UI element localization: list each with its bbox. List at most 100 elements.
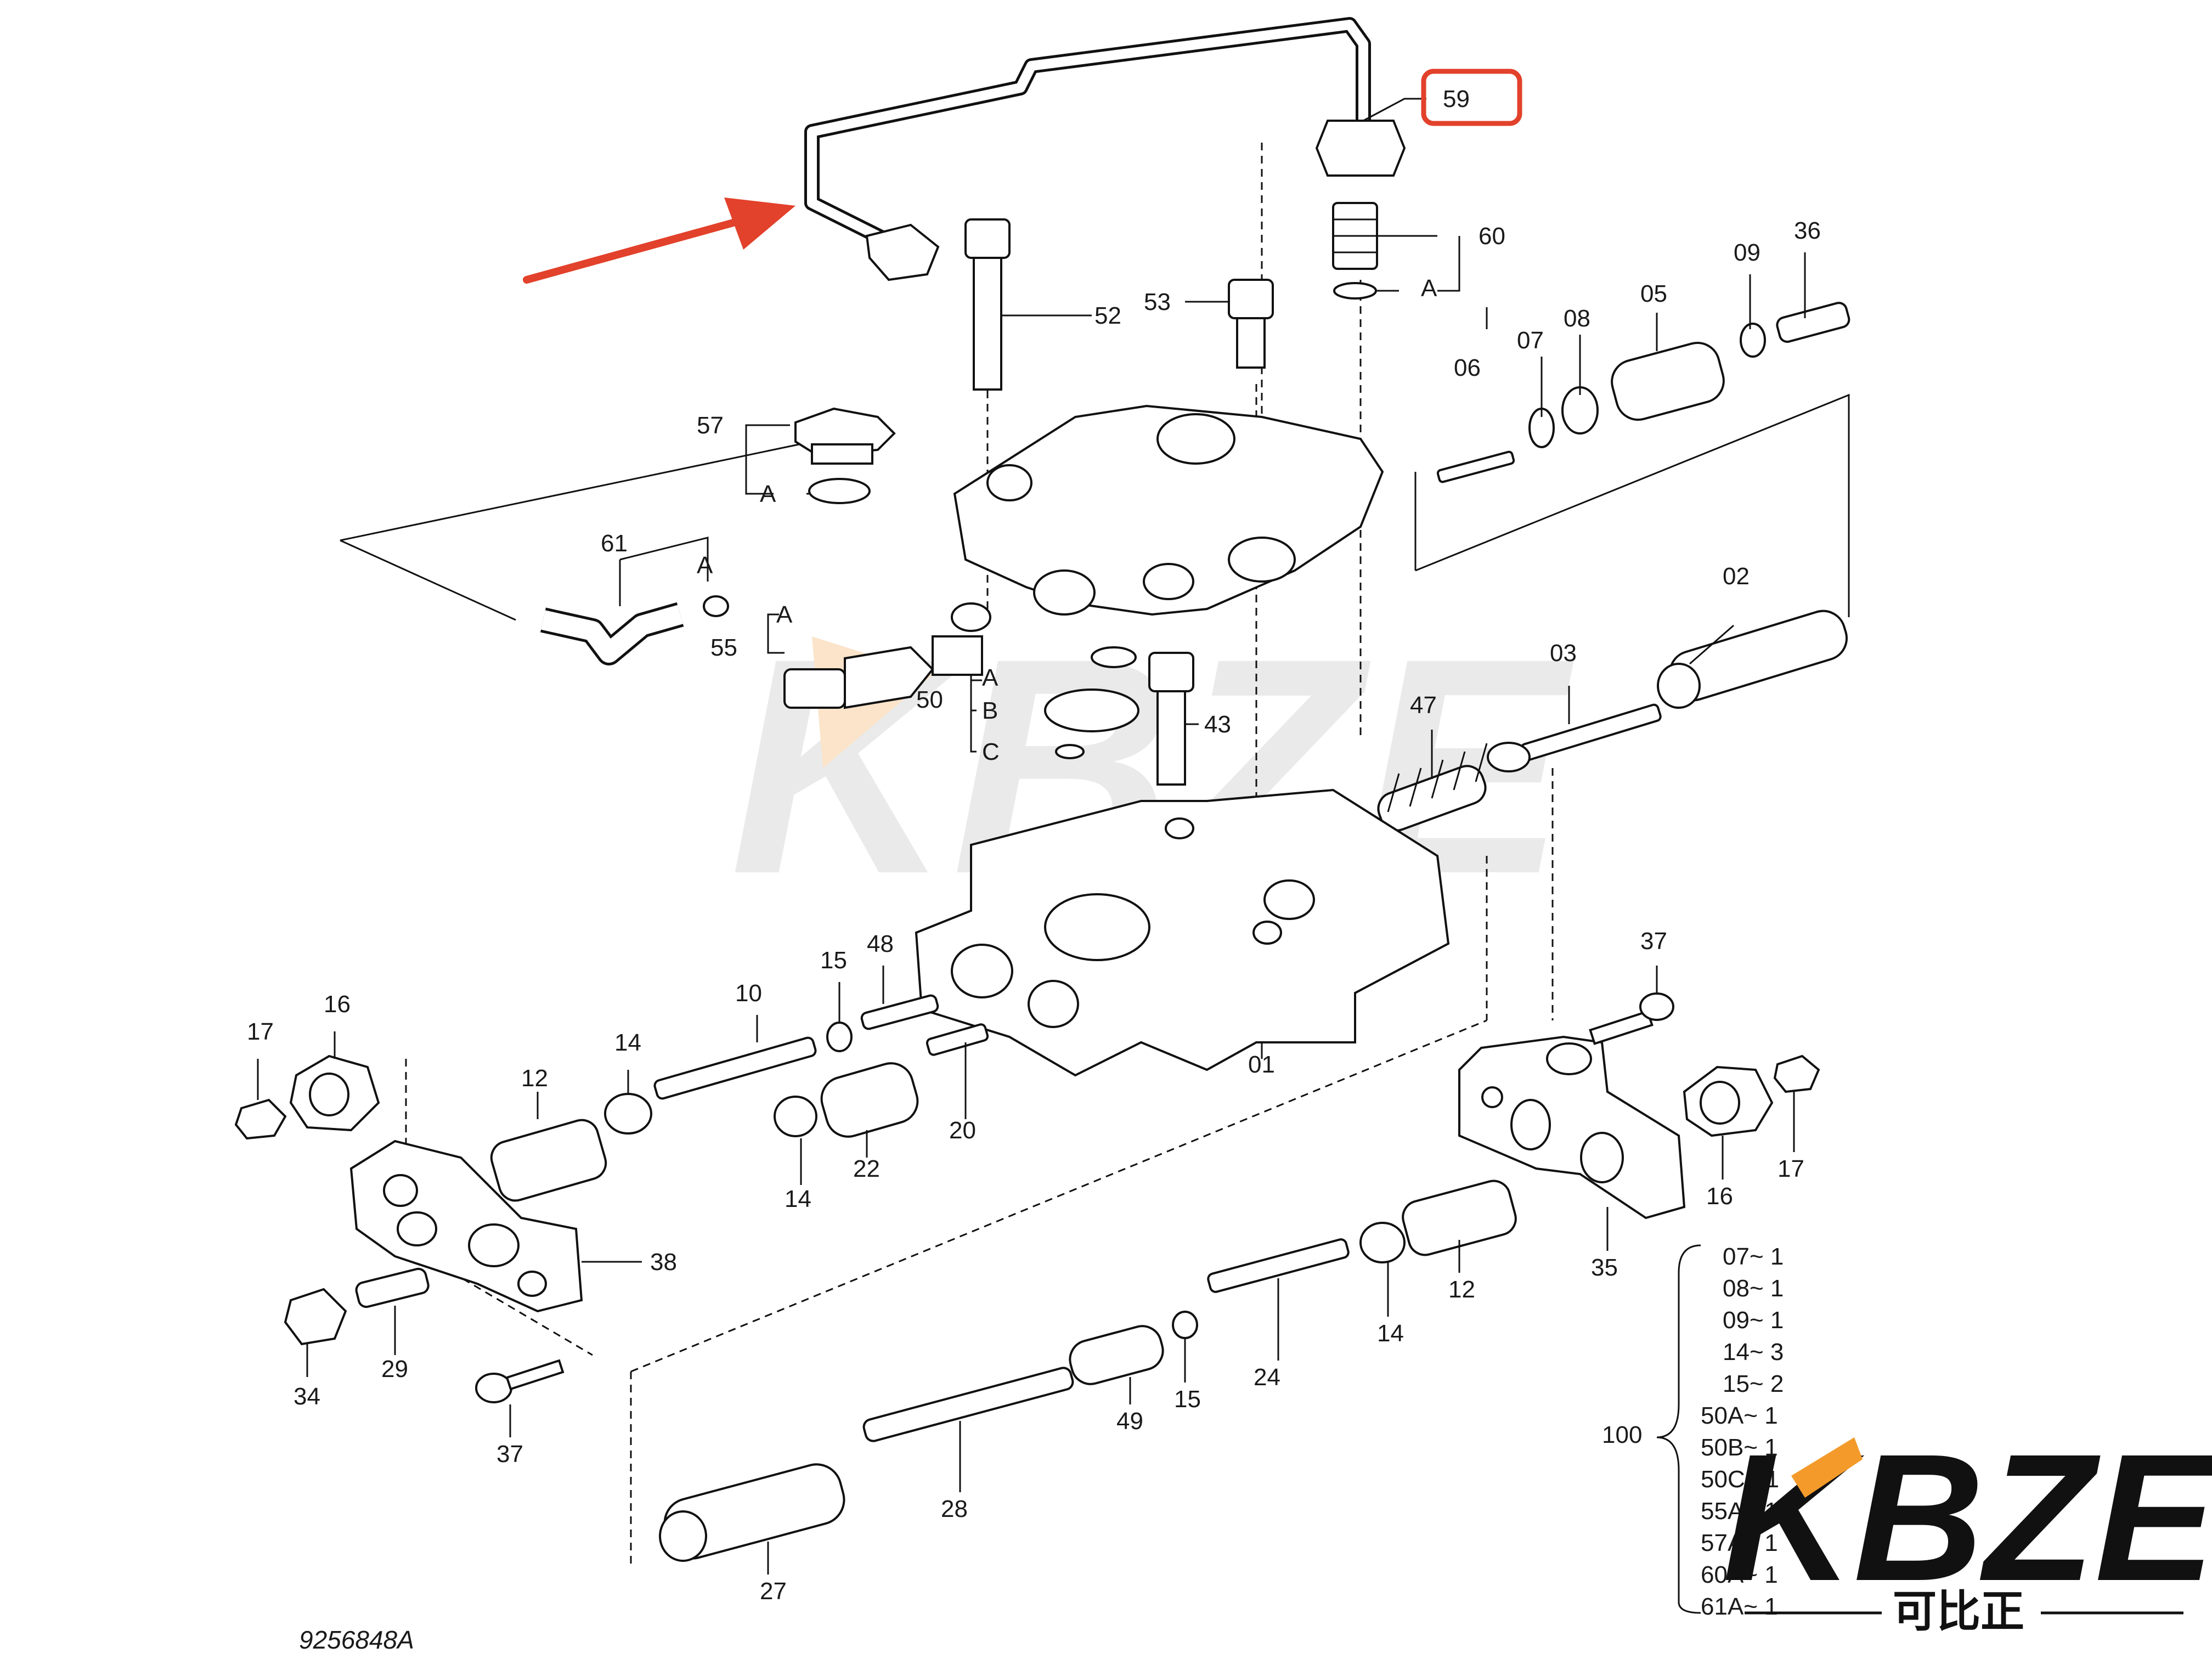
label-16-left: 16	[324, 991, 351, 1018]
label-37-upper: 37	[1640, 928, 1667, 955]
label-12-right: 12	[1448, 1276, 1475, 1303]
highlight-box-59	[1421, 69, 1522, 126]
kit-line: 61A~ 1	[1701, 1593, 1778, 1620]
plug-12-lower	[1402, 1180, 1517, 1256]
sleeve-27-end	[659, 1510, 707, 1562]
label-47: 47	[1410, 692, 1437, 719]
kit-line: 60A~ 1	[1701, 1561, 1778, 1588]
label-b-50: B	[982, 697, 998, 724]
label-24: 24	[1254, 1364, 1280, 1391]
label-100: 100	[1602, 1421, 1642, 1448]
logo-orange-mark	[1791, 1437, 1863, 1498]
bolt-37-lower	[475, 1359, 565, 1403]
plug-36	[1776, 302, 1850, 343]
main-valve-body-01	[915, 788, 1450, 1077]
kit-line: 09~ 1	[1723, 1307, 1784, 1334]
kit-line: 50A~ 1	[1701, 1402, 1778, 1429]
kit-line: 57A~ 1	[1701, 1530, 1778, 1556]
label-a-61: A	[697, 552, 713, 579]
label-14-right: 14	[1377, 1320, 1404, 1347]
label-15-upper: 15	[820, 947, 847, 974]
tube-assembly-59	[804, 17, 1406, 281]
label-50: 50	[916, 686, 943, 713]
label-49: 49	[1116, 1408, 1143, 1435]
label-36: 36	[1794, 217, 1821, 244]
assembly-guide-lines	[340, 143, 1850, 1569]
bolt-53	[1228, 279, 1274, 369]
kit-line: 55A~ 1	[1701, 1498, 1778, 1525]
piston-03	[1487, 703, 1662, 772]
label-06: 06	[1454, 354, 1481, 381]
label-c-50: C	[982, 738, 1000, 765]
pin-06	[1436, 450, 1515, 483]
o-ring-14	[604, 1093, 652, 1135]
spring-48	[860, 994, 939, 1030]
label-28: 28	[941, 1496, 968, 1522]
label-22: 22	[853, 1155, 880, 1182]
label-34: 34	[294, 1383, 320, 1410]
nut-16-left	[289, 1054, 380, 1132]
label-60: 60	[1479, 223, 1505, 250]
set-screw-29	[355, 1267, 430, 1308]
label-55: 55	[710, 634, 737, 661]
label-05: 05	[1640, 280, 1667, 307]
label-14-left: 14	[614, 1029, 641, 1056]
tube-nut-left	[865, 223, 940, 281]
label-29: 29	[381, 1356, 408, 1383]
nut-34	[284, 1288, 347, 1346]
kbze-logo: KBZE 可比正	[1723, 1416, 2212, 1636]
kit-line: 07~ 1	[1723, 1243, 1784, 1270]
bolt-43	[1148, 652, 1194, 786]
kit-line: 50C~ 1	[1701, 1466, 1779, 1493]
left-spool-parts	[490, 994, 989, 1202]
spool-24	[1207, 1238, 1350, 1293]
upper-valve-body	[953, 404, 1384, 616]
label-38: 38	[650, 1249, 677, 1276]
label-03: 03	[1550, 640, 1577, 667]
label-07: 07	[1517, 327, 1544, 354]
label-17-left: 17	[247, 1018, 274, 1045]
label-14-bottom: 14	[785, 1186, 811, 1212]
plug-12	[490, 1119, 607, 1202]
piston-22	[820, 1062, 919, 1138]
left-cover-38	[349, 1139, 583, 1313]
bolt-37-upper	[1589, 992, 1674, 1045]
o-ring-09	[1740, 323, 1766, 358]
kit-contents-list: 07~ 1 08~ 1 09~ 1 14~ 3 15~ 2 50A~ 1 50B…	[1701, 1243, 1784, 1620]
pin-20	[926, 1023, 989, 1056]
right-cover-35	[1458, 1035, 1686, 1220]
drawing-number: 9256848A	[299, 1626, 414, 1654]
nut-17-left	[234, 1098, 287, 1140]
label-48: 48	[867, 930, 894, 957]
label-15-lower: 15	[1174, 1386, 1201, 1413]
nut-16-right	[1683, 1065, 1774, 1137]
kit-line: 14~ 3	[1723, 1339, 1784, 1365]
label-53: 53	[1144, 289, 1171, 315]
lower-spool-parts	[659, 1180, 1517, 1562]
label-57: 57	[697, 412, 724, 439]
label-37-lower: 37	[496, 1441, 523, 1468]
label-61: 61	[601, 530, 628, 557]
guide-line	[340, 539, 516, 621]
label-09: 09	[1734, 239, 1760, 266]
fitting-60	[1332, 202, 1378, 300]
o-ring-14-lower	[774, 1096, 817, 1137]
label-35: 35	[1591, 1254, 1618, 1281]
label-01: 01	[1248, 1051, 1275, 1078]
label-10: 10	[735, 980, 762, 1007]
bolt-52	[964, 218, 1011, 391]
label-a-55: A	[776, 601, 793, 628]
o-ring-15-lower	[1172, 1311, 1198, 1339]
part-labels: 59 60 A 52 53 36 09 05 08 07 06 57 A 61 …	[247, 86, 1821, 1605]
label-08: 08	[1564, 305, 1590, 332]
plug-57	[794, 407, 896, 504]
label-02: 02	[1723, 563, 1750, 590]
guide-line	[405, 1244, 593, 1356]
spool-02	[1657, 610, 1848, 709]
label-a-50: A	[982, 664, 998, 691]
label-16-right: 16	[1706, 1183, 1733, 1210]
label-17-right: 17	[1778, 1155, 1804, 1182]
red-arrow-indicator	[523, 198, 795, 284]
label-52: 52	[1094, 302, 1121, 329]
spring-47	[1377, 743, 1488, 832]
